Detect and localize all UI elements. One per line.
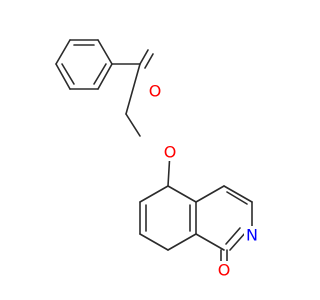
atom-labels: O O N O: [147, 82, 260, 280]
bond: [139, 49, 149, 65]
ether-oxygen-label: O: [164, 143, 177, 162]
bond: [55, 39, 71, 65]
bond: [139, 233, 169, 251]
bond: [225, 227, 241, 245]
bond: [229, 231, 247, 251]
bond: [195, 185, 225, 203]
bond: [125, 63, 141, 115]
bond: [195, 233, 225, 251]
lactam-oxygen-label: O: [218, 261, 231, 280]
bond: [167, 185, 197, 203]
bond: [223, 185, 253, 203]
bond: [125, 113, 141, 137]
ring-nitrogen-label: N: [246, 226, 258, 245]
molecule-structure: O O N O: [55, 39, 260, 280]
bond: [226, 191, 248, 205]
bond: [97, 39, 113, 65]
bond: [144, 53, 154, 69]
bonds: [55, 39, 253, 263]
bond: [97, 63, 113, 90]
ketone-oxygen-label: O: [149, 82, 162, 101]
bond: [93, 63, 107, 85]
bond: [139, 185, 169, 203]
bond: [61, 63, 75, 85]
bond: [167, 233, 197, 251]
bond: [55, 63, 71, 90]
